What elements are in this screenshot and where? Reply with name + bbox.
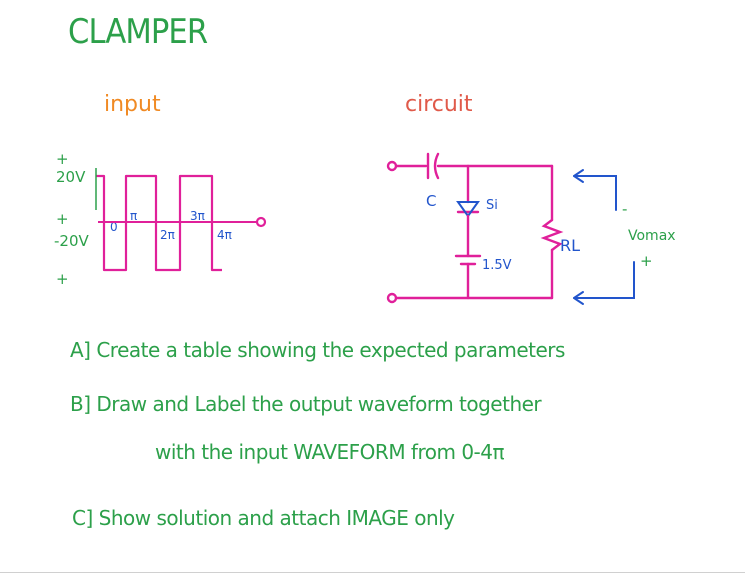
battery-label: 1.5V — [482, 258, 512, 273]
task-b-continued: with the input WAVEFORM from 0-4π — [155, 440, 505, 464]
circuit-heading: circuit — [405, 92, 473, 117]
task-c-text: Show solution and attach IMAGE only — [98, 506, 455, 530]
task-c: C] Show solution and attach IMAGE only — [72, 506, 455, 530]
task-a-text: Create a table showing the expected para… — [96, 338, 565, 362]
task-a-marker: A] — [70, 338, 91, 362]
resistor-zigzag — [540, 218, 564, 252]
phase-label-4pi: 4π — [217, 228, 232, 242]
task-b-continued-text: with the input WAVEFORM from 0-4π — [155, 440, 505, 464]
phase-label-pi: π — [130, 209, 138, 223]
task-b-marker: B] — [70, 392, 91, 416]
diode-triangle — [456, 201, 480, 218]
task-a: A] Create a table showing the expected p… — [70, 338, 565, 362]
resistor-label: RL — [560, 236, 581, 255]
vout-label: Vomax — [628, 228, 676, 244]
page-title: CLAMPER — [68, 12, 208, 52]
input-square-wave — [95, 168, 267, 272]
phase-label-3pi: 3π — [190, 209, 205, 223]
vout-minus-label: - — [622, 200, 628, 218]
phase-label-2pi: 2π — [160, 228, 175, 242]
diode-label: Si — [486, 198, 498, 213]
vout-plus-label: + — [640, 252, 653, 270]
output-annotation-arrows — [573, 169, 635, 305]
capacitor-plate-right — [433, 152, 440, 180]
axis-tick-bottom: + — [56, 270, 69, 288]
input-heading: input — [104, 92, 161, 117]
task-b: B] Draw and Label the output waveform to… — [70, 392, 542, 416]
phase-label-0: 0 — [110, 220, 118, 234]
axis-label-positive: 20V — [56, 168, 86, 186]
task-c-marker: C] — [72, 506, 93, 530]
task-b-text: Draw and Label the output waveform toget… — [96, 392, 542, 416]
capacitor-label: C — [426, 192, 437, 210]
axis-label-negative: -20V — [54, 232, 89, 250]
axis-tick-top: + — [56, 150, 69, 168]
clamper-circuit — [386, 152, 564, 304]
axis-tick-middle: + — [56, 210, 69, 228]
